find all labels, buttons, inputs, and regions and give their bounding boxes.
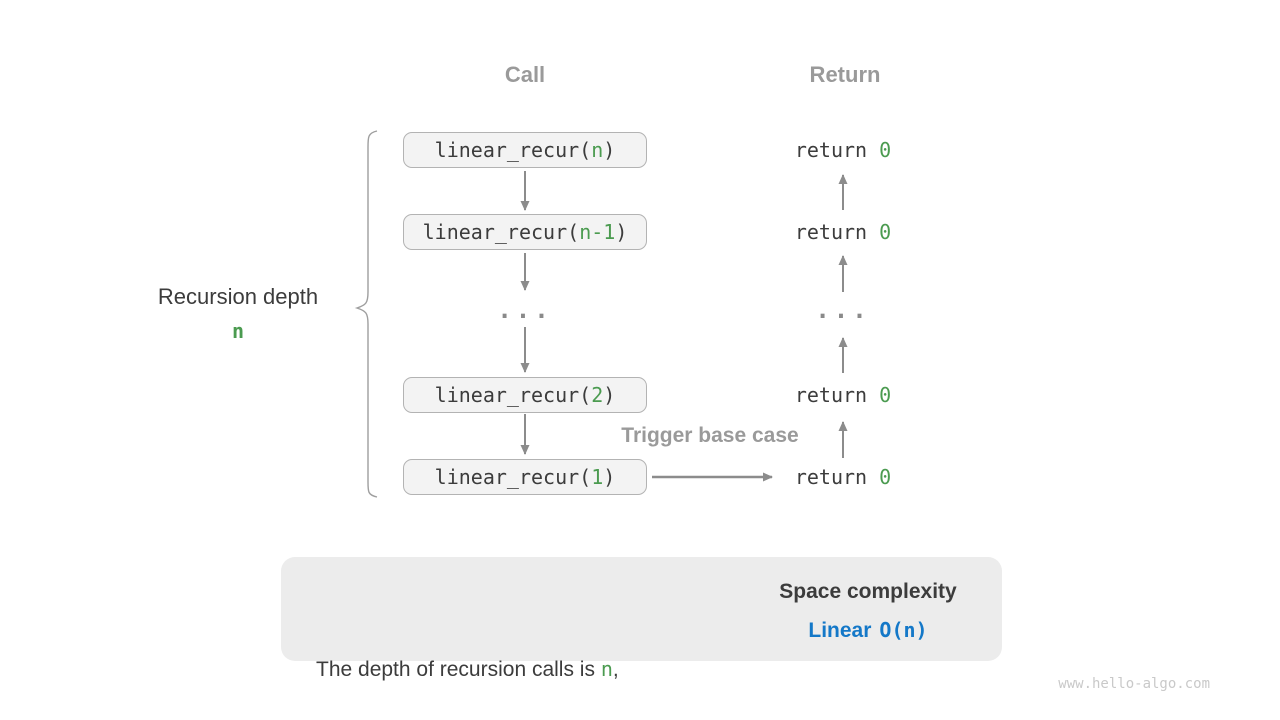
- summary-line1-n: n: [600, 657, 613, 681]
- code-prefix: linear_recur(: [434, 383, 592, 407]
- call-box-n: linear_recur(n): [403, 132, 647, 168]
- code-suffix: ): [603, 383, 616, 407]
- watermark: www.hello-algo.com: [1058, 676, 1210, 692]
- code-suffix: ): [603, 465, 616, 489]
- call-column-header: Call: [504, 62, 546, 87]
- call-box-1: linear_recur(1): [403, 459, 647, 495]
- recursion-depth-label: Recursion depth n: [158, 284, 318, 343]
- recursion-depth-value: n: [231, 319, 245, 343]
- return-row-1: return 0: [795, 138, 891, 162]
- summary-result: Space complexity Linear O(n): [772, 572, 964, 650]
- call-box-1-code: linear_recur(1): [435, 465, 616, 489]
- code-prefix: linear_recur(: [422, 220, 580, 244]
- return-keyword: return: [794, 465, 880, 489]
- summary-panel: [281, 557, 1002, 661]
- complexity-name: Linear: [808, 619, 872, 642]
- summary-text: The depth of recursion calls is n, using…: [316, 572, 619, 720]
- call-box-n-1: linear_recur(n-1): [403, 214, 647, 250]
- code-param: n-1: [579, 220, 616, 244]
- return-row-3: return 0: [795, 383, 891, 407]
- summary-line1-text: The depth of recursion calls is: [316, 658, 601, 681]
- code-param: n: [591, 138, 604, 162]
- call-box-2-code: linear_recur(2): [435, 383, 616, 407]
- return-keyword: return: [794, 138, 880, 162]
- call-box-n-code: linear_recur(n): [435, 138, 616, 162]
- return-keyword: return: [794, 383, 880, 407]
- space-complexity-title: Space complexity: [779, 580, 957, 603]
- return-column-header: Return: [809, 62, 881, 87]
- code-prefix: linear_recur(: [434, 138, 592, 162]
- summary-line-1: The depth of recursion calls is n,: [316, 650, 619, 689]
- recursion-depth-brace: [354, 130, 378, 498]
- return-value: 0: [879, 138, 892, 162]
- space-complexity-value: Linear O(n): [772, 611, 964, 650]
- code-suffix: ): [615, 220, 628, 244]
- return-value: 0: [879, 220, 892, 244]
- return-ellipsis: ...: [815, 296, 871, 324]
- code-suffix: ): [603, 138, 616, 162]
- call-box-n-1-code: linear_recur(n-1): [423, 220, 628, 244]
- return-row-2: return 0: [795, 220, 891, 244]
- recursion-depth-title: Recursion depth: [157, 284, 319, 309]
- return-value: 0: [879, 465, 892, 489]
- code-prefix: linear_recur(: [434, 465, 592, 489]
- code-param: 2: [591, 383, 604, 407]
- return-keyword: return: [794, 220, 880, 244]
- trigger-base-case-label: Trigger base case: [621, 424, 799, 447]
- code-param: 1: [591, 465, 604, 489]
- return-value: 0: [879, 383, 892, 407]
- complexity-notation: O(n): [879, 618, 928, 642]
- call-ellipsis: ...: [497, 296, 553, 324]
- summary-line1-comma: ,: [612, 658, 619, 681]
- call-box-2: linear_recur(2): [403, 377, 647, 413]
- return-row-4: return 0: [795, 465, 891, 489]
